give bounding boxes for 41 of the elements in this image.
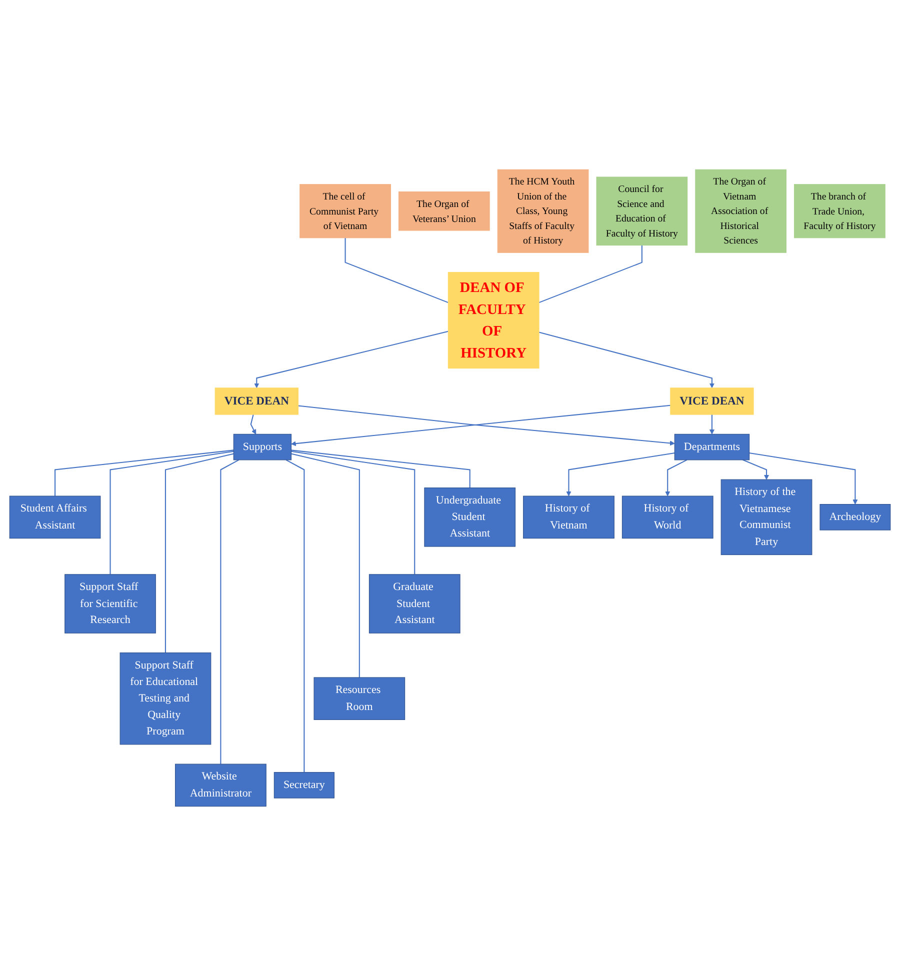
arrow: [566, 452, 675, 496]
unit-box: History of the Vietnamese Communist Party: [720, 478, 812, 555]
unit-box: Departments: [674, 433, 750, 460]
unit-box: Supports: [233, 433, 292, 460]
unit-box: History of World: [622, 495, 714, 538]
unit-box: Secretary: [274, 772, 334, 798]
unit-box: Student Affairs Assistant: [9, 495, 101, 538]
arrow: [250, 414, 256, 434]
organization-box: The Organ of Veterans’ Union: [398, 190, 490, 230]
connector-line: [110, 450, 234, 574]
organization-box: The Organ of Vietnam Association of Historical Sciences: [695, 168, 786, 252]
organization-box: The branch of Trade Union, Faculty of History: [794, 184, 886, 238]
connector-line: [164, 452, 234, 652]
arrow: [254, 330, 448, 388]
arrow: [749, 452, 858, 504]
unit-box: History of Vietnam: [523, 495, 614, 538]
connector-line: [286, 458, 305, 772]
arrow: [742, 458, 770, 480]
dean-box: DEAN OF FACULTY OF HISTORY: [448, 272, 540, 368]
unit-box: Archeology: [820, 504, 891, 530]
organization-box: The HCM Youth Union of the Class, Young Staffs of Faculty of History: [497, 168, 589, 252]
arrow: [709, 414, 714, 434]
connector-line: [291, 452, 360, 678]
connector-line: [291, 450, 416, 574]
organization-box: Council for Science and Education of Faculty of History: [596, 176, 688, 246]
unit-box: Website Administrator: [175, 763, 266, 806]
organization-box: The cell of Communist Party of Vietnam: [300, 184, 391, 238]
connector-line: [54, 449, 234, 496]
unit-box: Support Staff for Educational Testing and Quality Program: [120, 652, 212, 744]
unit-box: Undergraduate Student Assistant: [424, 487, 516, 546]
unit-box: Resources Room: [314, 676, 406, 720]
connector-line: [344, 237, 448, 303]
arrow: [665, 458, 688, 496]
vice-dean-box: VICE DEAN: [214, 387, 298, 414]
unit-box: Support Staff for Scientific Research: [64, 574, 156, 633]
connector-line: [291, 449, 470, 488]
connector-line: [220, 458, 240, 764]
vice-dean-box: VICE DEAN: [670, 387, 754, 414]
arrow: [538, 331, 714, 388]
unit-box: Graduate Student Assistant: [368, 574, 460, 633]
connector-line: [538, 244, 642, 303]
